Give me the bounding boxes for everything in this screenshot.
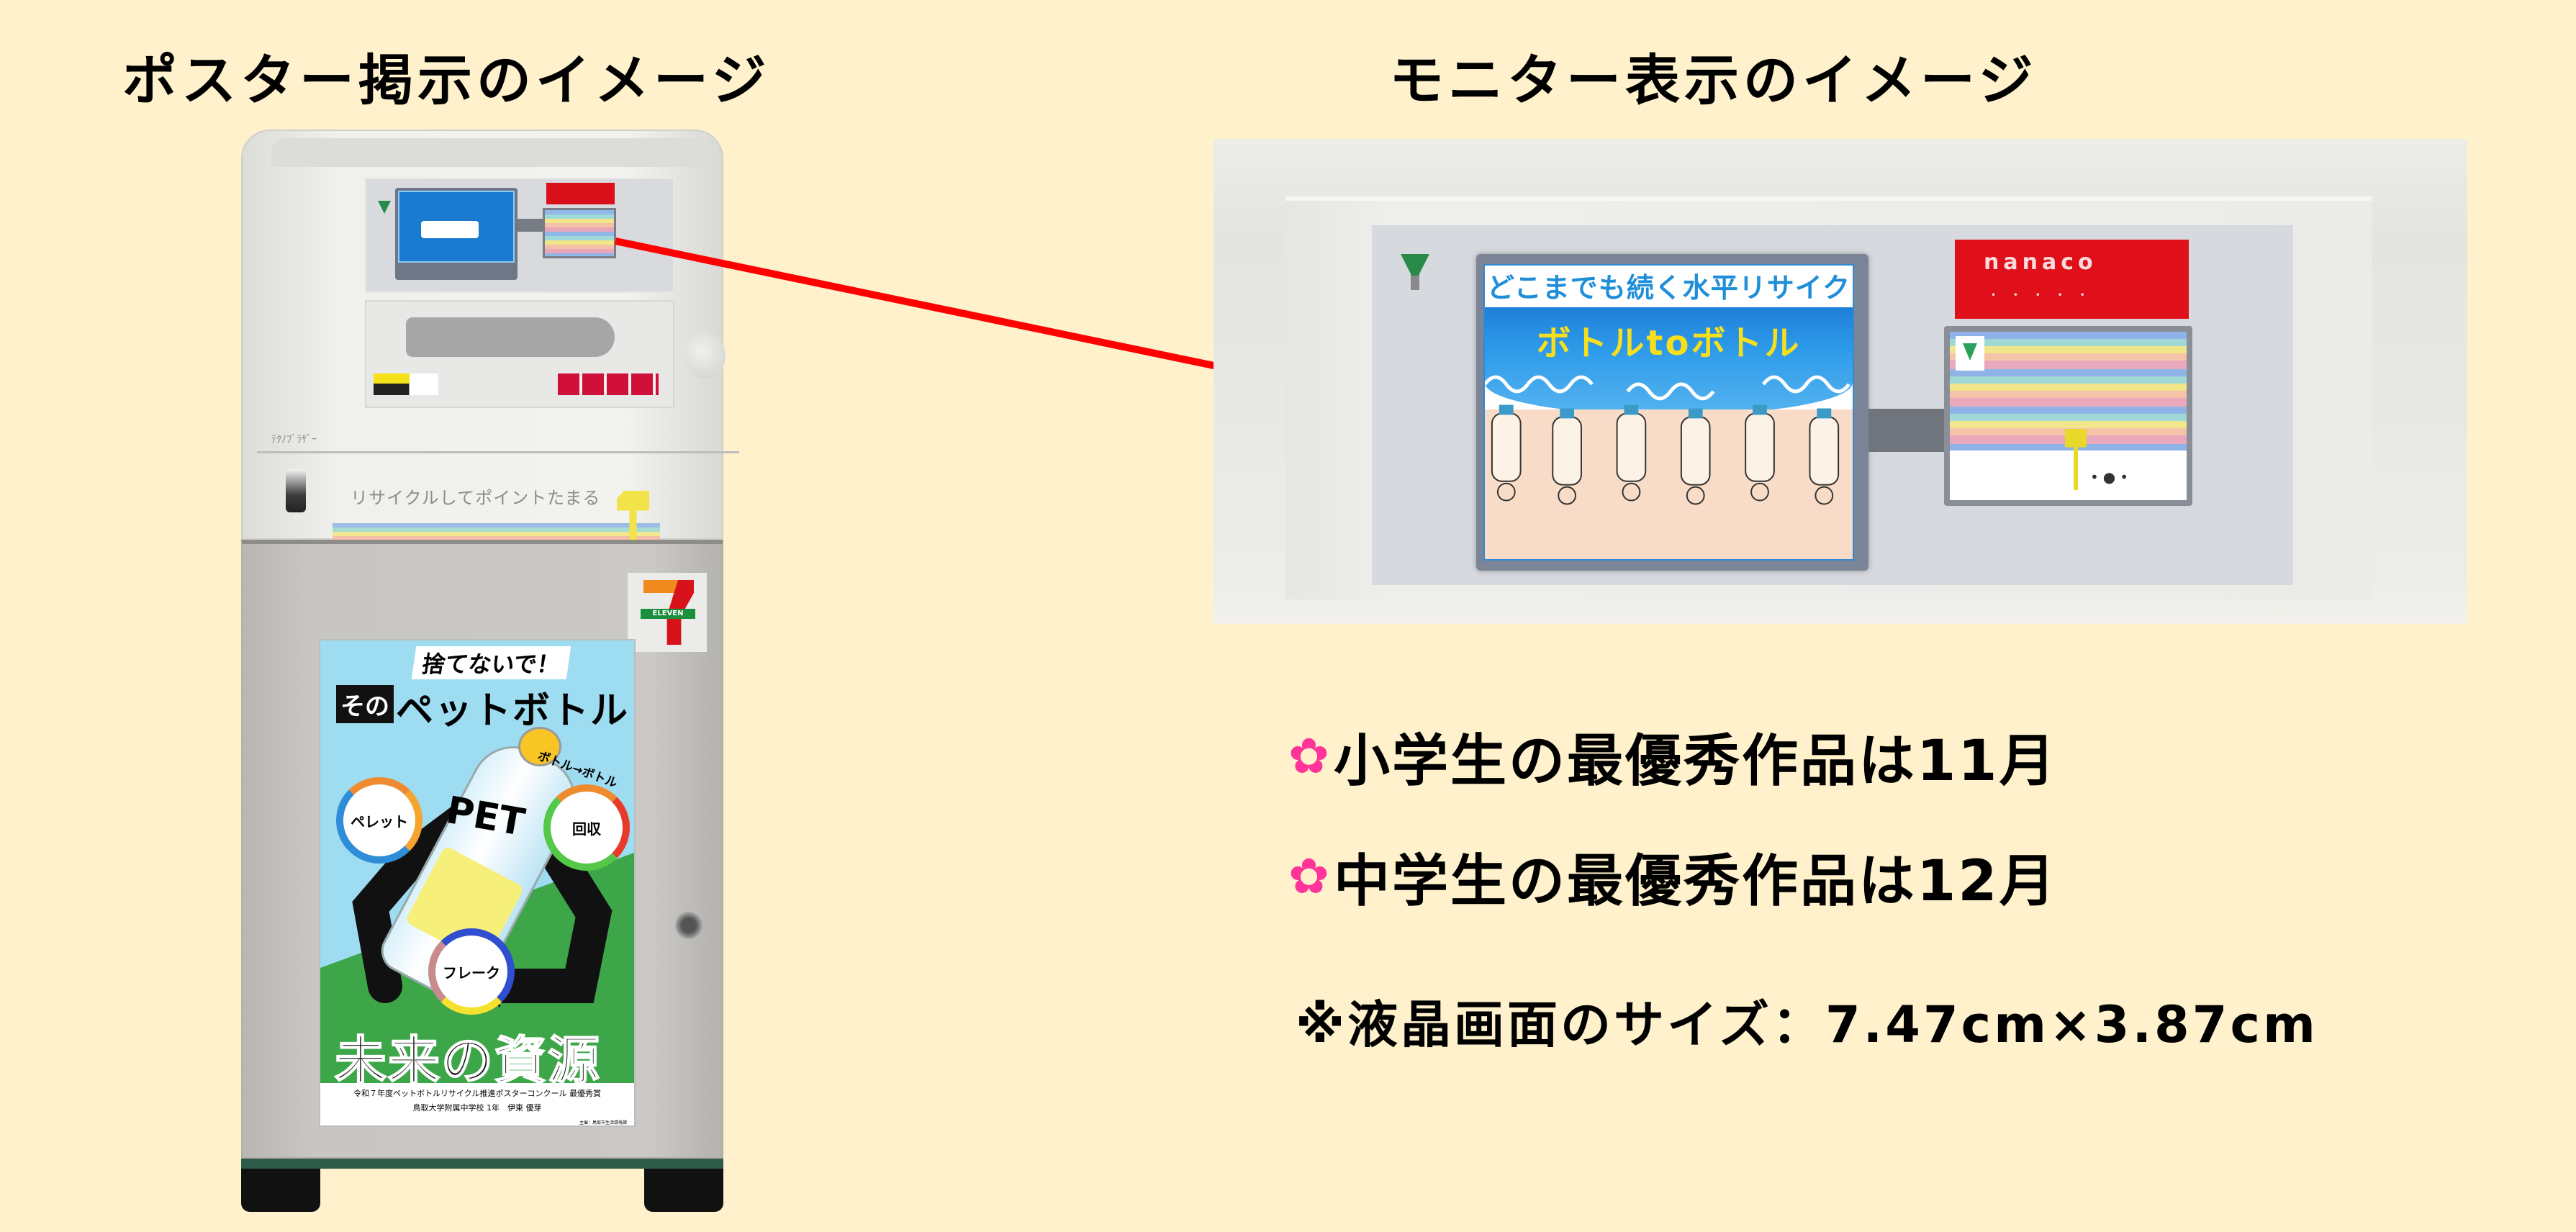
flower-icon: ✿ xyxy=(1288,728,1329,785)
poster-title: 未来の資源 xyxy=(334,1030,602,1092)
monitor-closeup-image: どこまでも続く水平リサイクル ボトルtoボトル xyxy=(1214,139,2467,624)
warning-sticker xyxy=(374,373,438,395)
bottle-collection-logo-icon xyxy=(378,201,391,214)
monitor-panel: どこまでも続く水平リサイクル ボトルtoボトル xyxy=(1372,225,2293,585)
card-reader-display: •●• xyxy=(1944,326,2192,506)
machine-lcd-content xyxy=(398,191,515,263)
junior-high-schedule-text: 中学生の最優秀作品は12月 xyxy=(1333,849,2058,914)
panel-connector xyxy=(518,219,546,232)
flower-icon: ✿ xyxy=(1288,848,1329,905)
author-text: 鳥取大学附属中学校 1年 伊東 優芽 xyxy=(412,1103,542,1113)
card-reader xyxy=(543,208,616,258)
machine-display-panel xyxy=(365,178,674,293)
junior-high-schedule: ✿ 中学生の最優秀作品は12月 xyxy=(1288,836,2058,917)
elementary-schedule: ✿ 小学生の最優秀作品は11月 xyxy=(1288,716,2058,797)
smiley-cap-icon xyxy=(518,727,561,766)
collect-circle: 回収 xyxy=(543,784,630,871)
machine-button xyxy=(685,332,726,379)
dancing-bottles-icon xyxy=(1491,404,1840,505)
monitor-connector xyxy=(1868,409,1955,452)
door-handle xyxy=(286,469,306,512)
poster-headline: ペットボトル xyxy=(396,689,630,733)
giraffe-icon xyxy=(2065,429,2087,490)
card-dots: •●• xyxy=(2090,468,2133,486)
ad-subtitle: どこまでも続く水平リサイクル xyxy=(1485,266,1853,348)
lcd-screen: どこまでも続く水平リサイクル ボトルtoボトル xyxy=(1476,254,1868,571)
eleven-text: ELEVEN xyxy=(641,609,695,619)
recycle-slogan: リサイクルしてポイントたまる xyxy=(351,488,601,508)
pellet-label: ペレット xyxy=(351,812,408,830)
bottle-graphic xyxy=(421,221,479,238)
elementary-schedule-text: 小学生の最優秀作品は11月 xyxy=(1333,729,2058,794)
machine-lcd-screen xyxy=(395,188,518,280)
waves-icon xyxy=(1485,375,1851,401)
red-badge-subtext: • • • • • xyxy=(1991,290,2092,300)
ad-sea xyxy=(1485,307,1853,415)
maker-label: ﾃｸﾉﾌﾞﾗｻﾞｰ xyxy=(271,434,317,445)
machine-foot-left xyxy=(241,1169,320,1212)
poster-footer: 令和７年度ペットボトルリサイクル推進ポスターコンクール 最優秀賞 鳥取大学附属中… xyxy=(320,1083,634,1125)
red-badge-text: nanaco xyxy=(1984,250,2097,275)
poster-tagline: 捨てないで！ xyxy=(411,646,571,679)
award-text: 令和７年度ペットボトルリサイクル推進ポスターコンクール 最優秀賞 xyxy=(353,1089,601,1098)
housing-divider xyxy=(257,451,739,453)
poster-sono-label: その xyxy=(336,685,394,723)
prohibited-items-icons xyxy=(558,373,659,395)
sponsor-text: 主催：鳥取市生活環境課 xyxy=(579,1120,627,1125)
card-logo-icon xyxy=(1956,336,1984,371)
nanaco-badge xyxy=(546,183,615,204)
poster-display-heading: ポスター掲示のイメージ xyxy=(122,48,771,112)
machine-foot-right xyxy=(644,1169,723,1212)
nanaco-red-badge: nanaco • • • • • xyxy=(1955,240,2189,319)
pellet-circle: ペレット xyxy=(336,777,422,864)
bottle-collection-logo-icon xyxy=(1401,254,1429,290)
ad-sand xyxy=(1485,409,1853,559)
bottle-insert-slot xyxy=(365,300,674,408)
lcd-ad-content: どこまでも続く水平リサイクル ボトルtoボトル xyxy=(1483,264,1854,561)
machine-top-rim xyxy=(271,138,710,167)
seven-eleven-logo-icon: ELEVEN xyxy=(628,573,707,652)
ad-title: ボトルtoボトル xyxy=(1536,323,1802,363)
monitor-display-heading: モニター表示のイメージ xyxy=(1389,48,2038,112)
machine-base xyxy=(241,1159,723,1169)
screen-size-note: ※液晶画面のサイズ：7.47cm×3.87cm xyxy=(1296,995,2318,1054)
slot-bottle-graphic xyxy=(406,317,615,357)
flake-label: フレーク xyxy=(443,964,500,982)
recycling-poster: 捨てないで！ その ペットボトル PET ペレット 回収 フレーク ボトル→ボト… xyxy=(319,639,636,1127)
collect-label: 回収 xyxy=(572,820,601,838)
flake-circle: フレーク xyxy=(428,928,515,1015)
lock-icon xyxy=(674,911,703,940)
